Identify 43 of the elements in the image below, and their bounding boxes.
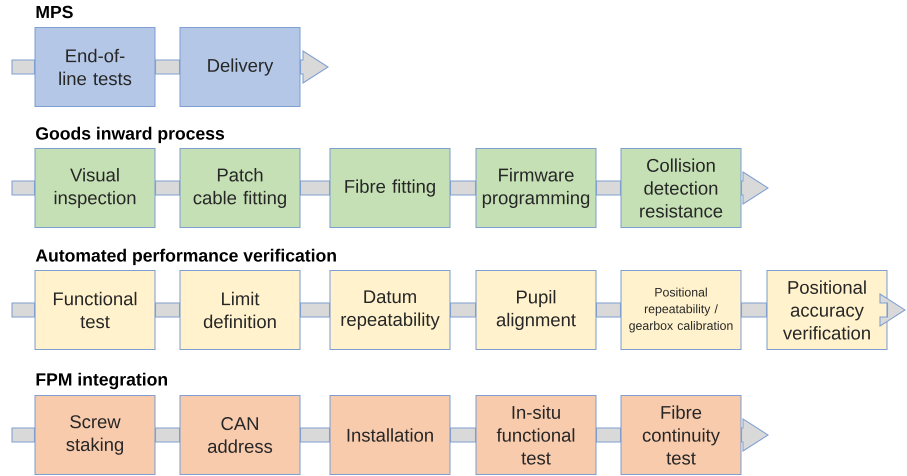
process-box: Limit definition — [179, 270, 301, 350]
process-box: Fibre fitting — [329, 148, 451, 228]
row-heading: Goods inward process — [36, 126, 224, 144]
process-box: Installation — [329, 394, 451, 476]
arrow — [155, 180, 180, 196]
process-box: Pupil alignment — [475, 270, 597, 350]
process-box: Positional accuracy verification — [766, 270, 888, 350]
arrow — [596, 180, 622, 196]
arrow — [740, 418, 769, 452]
row-heading: FPM integration — [36, 372, 167, 390]
arrow — [596, 427, 622, 443]
process-box: Firmware programming — [475, 148, 597, 228]
process-box: Screw staking — [34, 394, 156, 476]
arrow — [450, 427, 476, 443]
process-box: Patch cable fitting — [179, 148, 301, 228]
process-box: Positional repeatability / gearbox calibration — [620, 270, 742, 350]
process-box: Datum repeatability — [329, 270, 451, 350]
process-box: Functional test — [34, 270, 156, 350]
arrow — [300, 50, 329, 84]
arrow — [450, 302, 476, 318]
arrow — [450, 180, 476, 196]
process-box: Fibre continuity test — [620, 394, 742, 476]
process-box: Collision detection resistance — [620, 148, 742, 228]
row-heading: Automated performance verification — [36, 248, 336, 266]
arrow — [596, 302, 622, 318]
arrow — [740, 302, 767, 318]
arrow — [155, 302, 180, 318]
arrow — [300, 180, 330, 196]
arrow — [11, 427, 36, 443]
process-box: CAN address — [179, 394, 301, 476]
process-box: Delivery — [179, 26, 301, 108]
arrow — [740, 171, 769, 205]
arrow — [155, 427, 180, 443]
process-box: End-of-line tests — [34, 26, 156, 108]
arrow — [879, 293, 906, 327]
process-box: In-situ functional test — [475, 394, 597, 476]
arrow — [11, 180, 36, 196]
arrow — [11, 59, 36, 75]
arrow — [300, 302, 330, 318]
process-box: Visual inspection — [34, 148, 156, 228]
arrow — [300, 427, 330, 443]
arrow — [11, 302, 36, 318]
arrow — [155, 59, 180, 75]
